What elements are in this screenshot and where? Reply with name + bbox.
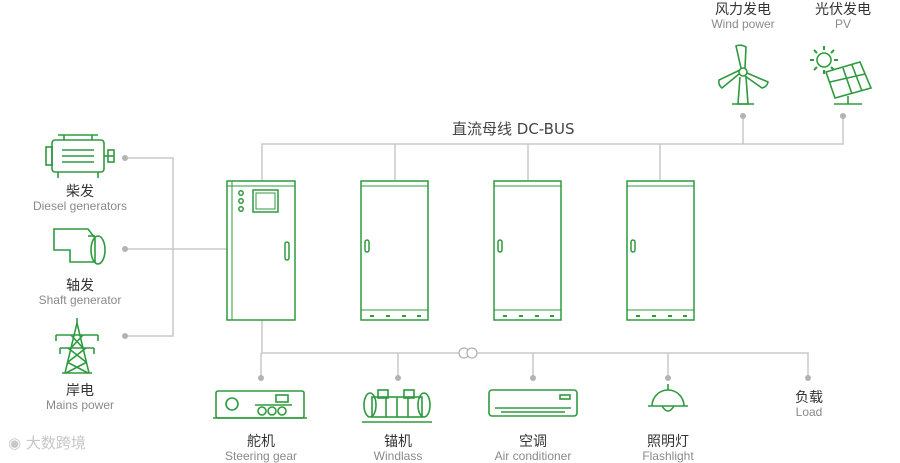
shaft-label: 轴发 Shaft generator	[14, 278, 146, 307]
transformer-icon	[458, 347, 478, 359]
air-conditioner-icon	[488, 389, 578, 417]
shaft-zh: 轴发	[66, 278, 94, 294]
left-source-bus	[125, 157, 174, 337]
flash-en: Flashlight	[642, 449, 694, 463]
mains-label: 岸电 Mains power	[14, 383, 146, 412]
wind-power-zh: 风力发电	[715, 2, 771, 18]
connection-lines	[125, 116, 844, 378]
aircon-en: Air conditioner	[494, 449, 572, 463]
diesel-en: Diesel generators	[32, 199, 128, 213]
windlass-icon	[362, 389, 432, 423]
watermark-text: 大数跨境	[25, 434, 86, 452]
aircon-label: 空调 Air conditioner	[478, 434, 588, 463]
mains-en: Mains power	[45, 398, 115, 412]
steering-zh: 舵机	[247, 434, 275, 450]
load-label: 负载 Load	[772, 390, 846, 419]
dc-bus-line	[261, 116, 844, 182]
steering-en: Steering gear	[224, 449, 298, 463]
pv-en: PV	[834, 17, 851, 31]
windlass-zh: 锚机	[384, 434, 412, 450]
load-zh: 负载	[795, 390, 823, 406]
connector-dots	[122, 113, 846, 381]
steering-label: 舵机 Steering gear	[206, 434, 316, 463]
flash-zh: 照明灯	[647, 434, 689, 450]
windlass-label: 锚机 Windlass	[346, 434, 450, 463]
pv-zh: 光伏发电	[815, 2, 871, 18]
shaft-generator-icon	[53, 228, 106, 265]
windlass-en: Windlass	[373, 449, 423, 463]
converter-cabinet-3[interactable]	[626, 180, 695, 321]
watermark-logo-icon: ◉	[8, 434, 22, 452]
solar-panel-icon	[810, 46, 873, 105]
power-tower-icon	[55, 318, 99, 374]
diesel-label: 柴发 Diesel generators	[14, 184, 146, 213]
diesel-zh: 柴发	[66, 184, 94, 200]
flash-label: 照明灯 Flashlight	[618, 434, 718, 463]
load-bus-line	[261, 320, 809, 378]
wind-turbine-icon	[718, 44, 769, 105]
aircon-zh: 空调	[519, 434, 547, 450]
lamp-icon	[648, 384, 688, 412]
load-en: Load	[795, 405, 823, 419]
mains-zh: 岸电	[66, 383, 94, 399]
wind-power-label: 风力发电 Wind power	[690, 2, 796, 31]
converter-cabinet-2[interactable]	[493, 180, 562, 321]
pv-label: 光伏发电 PV	[800, 2, 886, 31]
watermark: ◉ 大数跨境	[8, 432, 86, 453]
diesel-engine-icon	[45, 134, 115, 178]
dc-bus-title: 直流母线 DC-BUS	[452, 120, 575, 138]
converter-cabinet-1[interactable]	[360, 180, 429, 321]
wind-power-en: Wind power	[711, 17, 775, 31]
main-control-cabinet[interactable]	[226, 180, 296, 321]
shaft-en: Shaft generator	[38, 293, 122, 307]
steering-gear-icon	[213, 390, 307, 419]
